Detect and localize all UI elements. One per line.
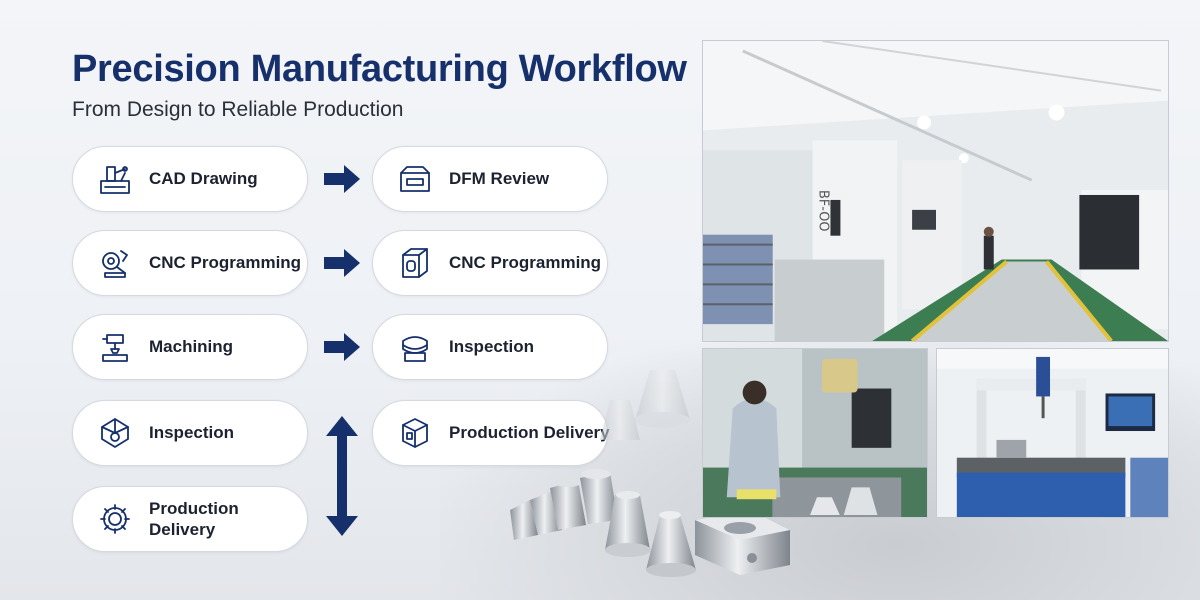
cad-drawing-icon: [95, 159, 135, 199]
machine-sign-text: BF-OO: [815, 190, 830, 232]
inspection-icon: [95, 413, 135, 453]
double-arrow-vertical-icon: [326, 416, 358, 536]
step-label: Machining: [149, 337, 234, 357]
step-production-delivery: Production Delivery: [72, 486, 308, 552]
step-label-line2: Delivery: [149, 520, 216, 539]
machinist-photo: [702, 348, 928, 518]
step-cnc-programming-2: CNC Programming: [372, 230, 608, 296]
cmm-inspection-photo: [936, 348, 1169, 518]
page-subtitle: From Design to Reliable Production: [72, 98, 404, 121]
step-label: DFM Review: [449, 169, 550, 189]
machining-icon: [95, 327, 135, 367]
cnc-programming-icon: [95, 243, 135, 283]
machined-parts-image: [510, 370, 790, 577]
step-label: CNC Programming: [149, 253, 302, 273]
step-inspection-2: Inspection: [372, 314, 608, 380]
step-cad-drawing: CAD Drawing: [72, 146, 308, 212]
step-inspection: Inspection: [72, 400, 308, 466]
step-dfm-review: DFM Review: [372, 146, 608, 212]
step-label-line1: Production: [149, 498, 239, 518]
arrow-right-icon: [324, 333, 360, 361]
step-cnc-programming: CNC Programming: [72, 230, 308, 296]
page-title: Precision Manufacturing Workflow: [72, 48, 687, 90]
step-production-delivery-2: Production Delivery: [372, 400, 610, 466]
step-label: CNC Programming: [449, 253, 602, 273]
inspection-icon: [395, 327, 435, 367]
gear-icon: [95, 499, 135, 539]
factory-floor-photo: BF-OO: [702, 40, 1169, 342]
step-machining: Machining: [72, 314, 308, 380]
step-label: Production Delivery: [149, 498, 239, 541]
step-label: Production Delivery: [449, 423, 610, 443]
step-label: CAD Drawing: [149, 169, 258, 189]
arrow-right-icon: [324, 249, 360, 277]
step-label: Inspection: [149, 423, 235, 443]
cnc-machine-icon: [395, 243, 435, 283]
arrow-right-icon: [324, 165, 360, 193]
dfm-review-icon: [395, 159, 435, 199]
step-label: Inspection: [449, 337, 535, 357]
delivery-icon: [395, 413, 435, 453]
